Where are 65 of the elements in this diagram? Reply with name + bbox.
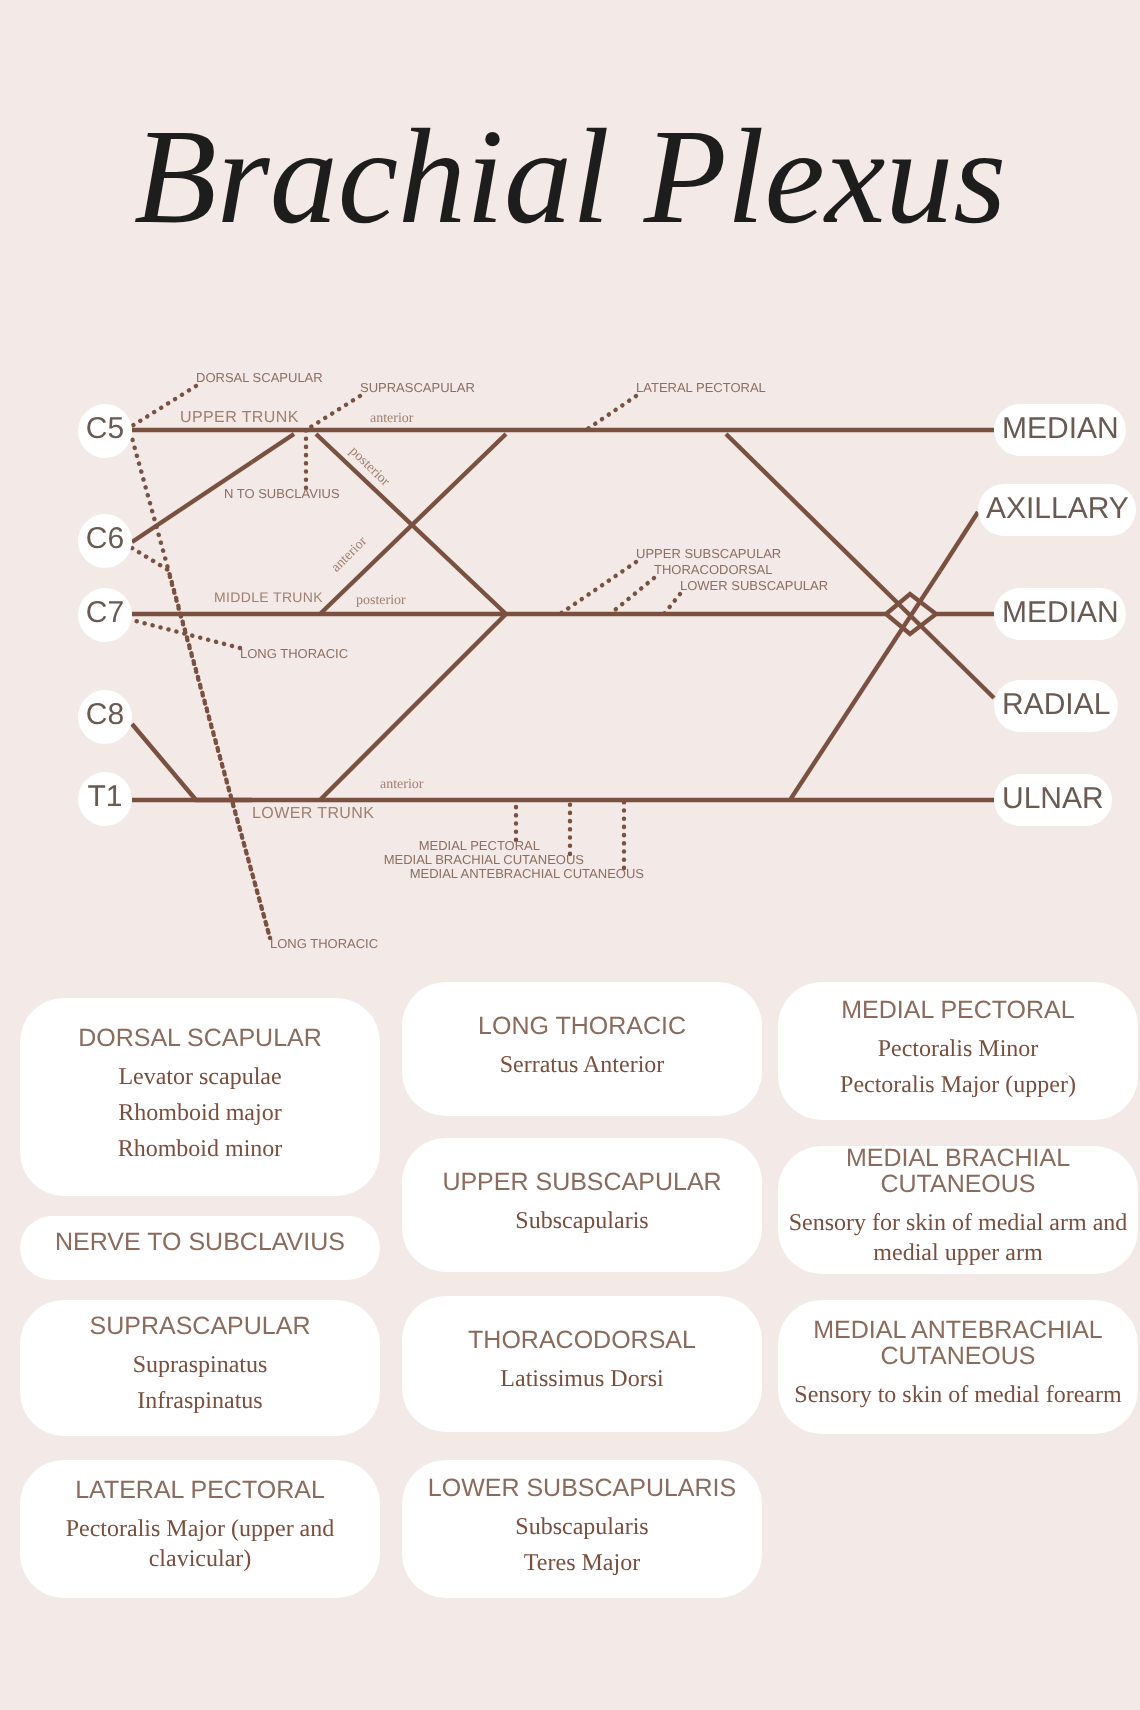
nerve-pill: MEDIAN: [994, 404, 1127, 456]
branch-line: [129, 545, 273, 941]
muscle-text: Sensory for skin of medial arm and medial upper arm: [786, 1208, 1130, 1268]
muscle-text: Subscapularis: [515, 1205, 649, 1235]
card-heading: MEDIAL ANTEBRACHIAL CUTANEOUS: [811, 1318, 1105, 1370]
muscle-card: [778, 1300, 1138, 1434]
nerve-line: [940, 611, 994, 617]
branch-line: [129, 617, 243, 651]
muscle-text: Pectoralis Major (upper): [840, 1069, 1076, 1099]
card-heading: DORSAL SCAPULAR: [78, 1025, 322, 1051]
branch-line: [567, 797, 573, 857]
branch-line: [661, 591, 683, 617]
branch-line: [303, 393, 363, 433]
muscle-text: Sensory to skin of medial forearm: [794, 1380, 1122, 1410]
nerve-line: [938, 510, 980, 573]
card-heading: LATERAL PECTORAL: [75, 1478, 325, 1504]
muscle-card: [20, 1460, 380, 1598]
nerve-pill: ULNAR: [994, 774, 1112, 826]
nerve-line: [130, 460, 254, 544]
nerve-line: [940, 427, 994, 433]
nerve-pill: AXILLARY: [978, 484, 1137, 536]
muscle-card: [20, 1216, 380, 1280]
muscle-card: [778, 982, 1138, 1120]
muscle-card: [402, 982, 762, 1116]
branch-line: [129, 383, 199, 429]
branch-line: [557, 559, 639, 617]
branch-line: [303, 427, 309, 491]
plexus-label: LOWER TRUNK: [252, 806, 375, 822]
card-heading: SUPRASCAPULAR: [89, 1314, 311, 1340]
card-heading: THORACODORSAL: [468, 1328, 696, 1354]
muscle-text: Levator scapulae: [118, 1061, 282, 1091]
title: Brachial Plexus: [131, 98, 1009, 256]
muscle-text: Subscapularis: [515, 1511, 649, 1541]
muscle-card: [778, 1146, 1138, 1274]
nerve-line: [132, 427, 252, 433]
nerve-line: [132, 611, 252, 617]
nerve-line: [940, 797, 994, 803]
branch-line: [583, 393, 639, 433]
branch-line: [129, 435, 273, 941]
card-heading: LOWER SUBSCAPULARIS: [427, 1475, 737, 1501]
card-heading: UPPER SUBSCAPULAR: [442, 1169, 722, 1195]
muscle-text: Rhomboid minor: [117, 1133, 283, 1163]
muscle-text: Latissimus Dorsi: [500, 1364, 664, 1394]
card-heading: MEDIAL PECTORAL: [841, 997, 1075, 1023]
nerve-pill: RADIAL: [994, 680, 1119, 732]
muscle-card: [402, 1138, 762, 1272]
muscle-card: [20, 1300, 380, 1436]
muscle-text: Teres Major: [523, 1547, 641, 1577]
muscle-text: Rhomboid major: [118, 1097, 282, 1127]
nerve-line: [938, 643, 996, 700]
nerve-pill: MEDIAN: [994, 588, 1127, 640]
muscle-text: Supraspinatus: [132, 1350, 268, 1380]
card-heading: LONG THORACIC: [478, 1013, 686, 1039]
muscle-card: [20, 998, 380, 1196]
muscle-text: Pectoralis Minor: [877, 1033, 1039, 1063]
card-heading: NERVE TO SUBCLAVIUS: [55, 1230, 345, 1256]
card-heading: MEDIAL BRACHIAL CUTANEOUS: [843, 1146, 1073, 1198]
muscle-card: [402, 1296, 762, 1432]
muscle-card: [402, 1460, 762, 1598]
muscle-text: Pectoralis Major (upper and clavicular): [63, 1514, 337, 1574]
muscle-text: Serratus Anterior: [499, 1049, 665, 1079]
plexus-label: UPPER TRUNK: [180, 410, 299, 426]
nerve-line: [132, 797, 252, 803]
muscle-text: Infraspinatus: [137, 1386, 263, 1416]
branch-line: [621, 797, 627, 871]
